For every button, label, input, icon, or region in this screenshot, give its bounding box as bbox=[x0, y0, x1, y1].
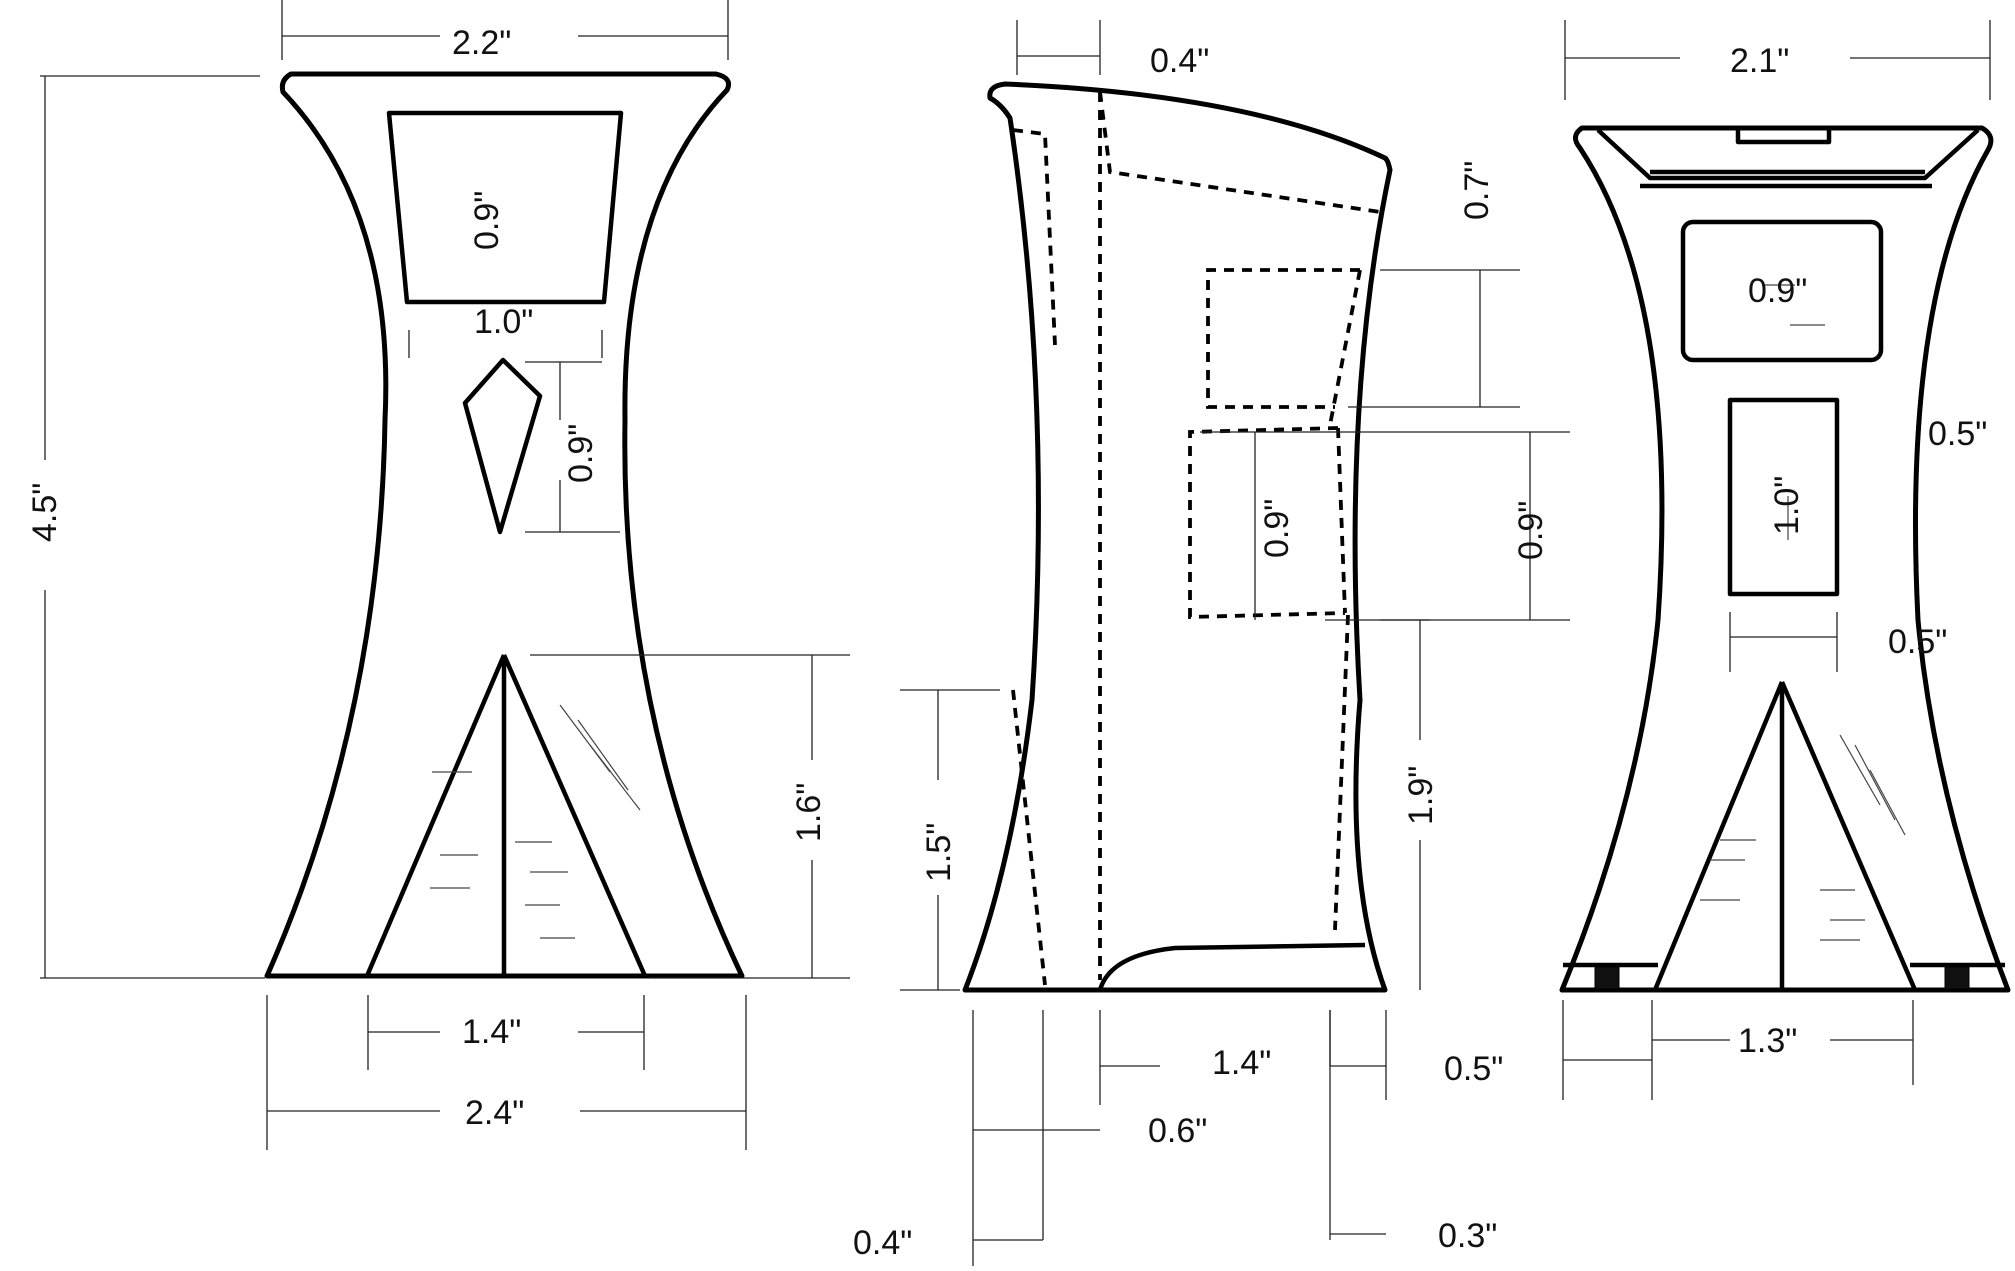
side-back-height-label: 1.5" bbox=[920, 823, 958, 882]
back-lower-window bbox=[1727, 397, 1840, 597]
front-total-height-label: 4.5" bbox=[26, 483, 64, 542]
side-box-inner-height-label: 0.9" bbox=[1258, 499, 1296, 558]
back-view: 2.1" 0.9" 0.5" 1.0" 0.5" 1.3" bbox=[1559, 20, 2011, 1100]
side-upper-box-dashed bbox=[1206, 268, 1362, 426]
side-top-offset-label: 0.4" bbox=[1150, 42, 1209, 80]
side-front-foot-label: 0.3" bbox=[1438, 1217, 1497, 1255]
side-dimension-lines bbox=[900, 20, 1570, 1271]
side-heel-width-label: 0.6" bbox=[1148, 1112, 1207, 1150]
back-top-width-label: 2.1" bbox=[1730, 42, 1789, 80]
back-hatching bbox=[1700, 284, 1906, 941]
back-top-slot bbox=[1596, 128, 1980, 189]
front-upper-window-width-label: 1.0" bbox=[474, 303, 533, 341]
back-dimension-lines bbox=[1562, 20, 1991, 1100]
side-heel-depth-label: 0.4" bbox=[853, 1224, 912, 1262]
back-left-foot-block bbox=[1594, 966, 1620, 990]
side-view-body-outline bbox=[962, 81, 1393, 993]
back-top-slot-cap bbox=[1735, 125, 1832, 145]
side-front-height-label: 1.9" bbox=[1402, 766, 1440, 825]
front-triangle-cutout bbox=[364, 654, 648, 977]
side-base-length-label: 1.4" bbox=[1212, 1044, 1271, 1082]
front-hatching bbox=[430, 704, 641, 939]
back-upper-window bbox=[1680, 219, 1884, 363]
side-back-panel-dashed bbox=[1011, 128, 1057, 986]
front-upper-window-height-label: 0.9" bbox=[468, 191, 506, 250]
back-view-body-outline bbox=[1559, 125, 2011, 993]
side-lower-box-dashed bbox=[1188, 426, 1350, 931]
front-triangle-base-label: 1.4" bbox=[462, 1013, 521, 1051]
side-toe-depth-label: 0.5" bbox=[1444, 1050, 1503, 1088]
back-lower-window-height-label: 1.0" bbox=[1768, 476, 1806, 535]
front-dimension-lines bbox=[40, 0, 850, 1150]
side-top-slope-label: 0.7" bbox=[1458, 161, 1496, 220]
back-gap-lower-label: 0.5" bbox=[1888, 623, 1947, 661]
back-upper-window-width-label: 0.9" bbox=[1748, 272, 1807, 310]
front-top-width-label: 2.2" bbox=[452, 24, 511, 62]
front-diamond-height-label: 0.9" bbox=[562, 424, 600, 483]
side-box-outer-height-label: 0.9" bbox=[1512, 501, 1550, 560]
front-triangle-height-label: 1.6" bbox=[790, 783, 828, 842]
front-upper-window bbox=[386, 110, 624, 305]
side-inner-rib-dashed bbox=[1098, 91, 1381, 980]
side-heel-curve bbox=[1097, 942, 1366, 991]
front-diamond-cutout bbox=[462, 357, 543, 535]
side-view: 0.4" 0.7" 0.9" 0.9" 1.5" 1.9" 1.4" 0.5" … bbox=[853, 20, 1570, 1271]
front-view: 2.2" 0.9" 1.0" 0.9" 4.5" 1.6" 1.4" 2.4" bbox=[26, 0, 850, 1150]
back-base-width-label: 1.3" bbox=[1738, 1022, 1797, 1060]
back-triangle-cutout bbox=[1652, 681, 1918, 991]
back-right-foot-block bbox=[1944, 966, 1970, 990]
front-bottom-width-label: 2.4" bbox=[465, 1094, 524, 1132]
back-gap-upper-label: 0.5" bbox=[1928, 415, 1987, 453]
front-view-body-outline bbox=[264, 71, 745, 979]
